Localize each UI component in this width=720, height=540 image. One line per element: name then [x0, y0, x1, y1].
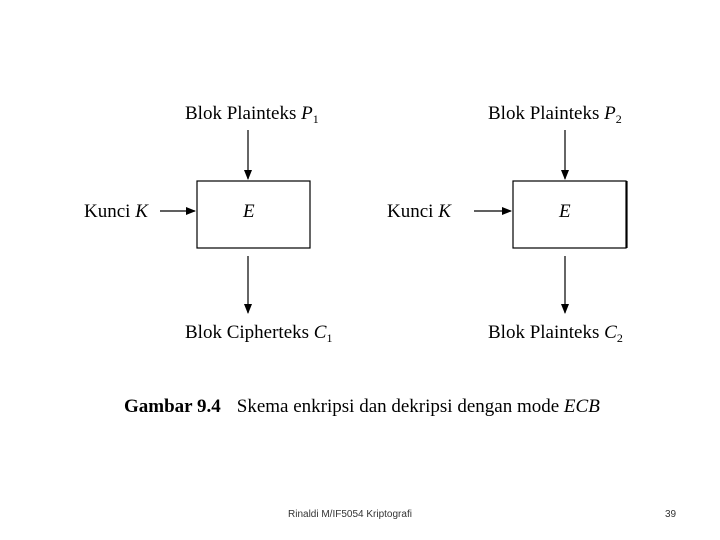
left-encrypt-box — [196, 180, 311, 249]
right-ciphertext-text: Blok Plainteks — [488, 322, 605, 343]
right-plaintext-text: Blok Plainteks — [488, 103, 605, 124]
footer-page-number: 39 — [665, 509, 677, 520]
right-ciphertext-label: Blok Plainteks C2 — [488, 322, 623, 345]
caption-var: ECB — [563, 396, 600, 417]
left-ciphertext-var: C — [313, 322, 327, 343]
left-plaintext-var: P — [301, 103, 313, 124]
footer-author: Rinaldi M/IF5054 Kriptografi — [288, 509, 412, 520]
left-ciphertext-text: Blok Cipherteks — [185, 322, 314, 343]
left-ciphertext-label: Blok Cipherteks C1 — [185, 322, 333, 345]
left-plaintext-label: Blok Plainteks P1 — [185, 103, 319, 126]
right-plaintext-label: Blok Plainteks P2 — [488, 103, 622, 126]
figure-caption: Gambar 9.4 Skema enkripsi dan dekripsi de… — [124, 397, 600, 416]
left-plaintext-sub: 1 — [312, 112, 319, 126]
right-encrypt-box — [512, 180, 627, 249]
right-key-var: K — [438, 201, 451, 222]
left-ciphertext-sub: 1 — [326, 331, 333, 345]
right-key-text: Kunci — [387, 201, 439, 222]
caption-label: Gambar 9.4 — [124, 396, 221, 417]
left-box-label: E — [243, 201, 255, 222]
right-plaintext-sub: 2 — [615, 112, 622, 126]
left-plaintext-text: Blok Plainteks — [185, 103, 302, 124]
right-key-label: Kunci K — [387, 202, 451, 221]
left-key-label: Kunci K — [84, 202, 148, 221]
right-box-label: E — [559, 201, 571, 222]
caption-text: Skema enkripsi dan dekripsi dengan mode — [236, 396, 564, 417]
left-key-var: K — [135, 201, 148, 222]
right-ciphertext-var: C — [604, 322, 617, 343]
right-plaintext-var: P — [604, 103, 616, 124]
left-key-text: Kunci — [84, 201, 136, 222]
right-ciphertext-sub: 2 — [616, 331, 623, 345]
